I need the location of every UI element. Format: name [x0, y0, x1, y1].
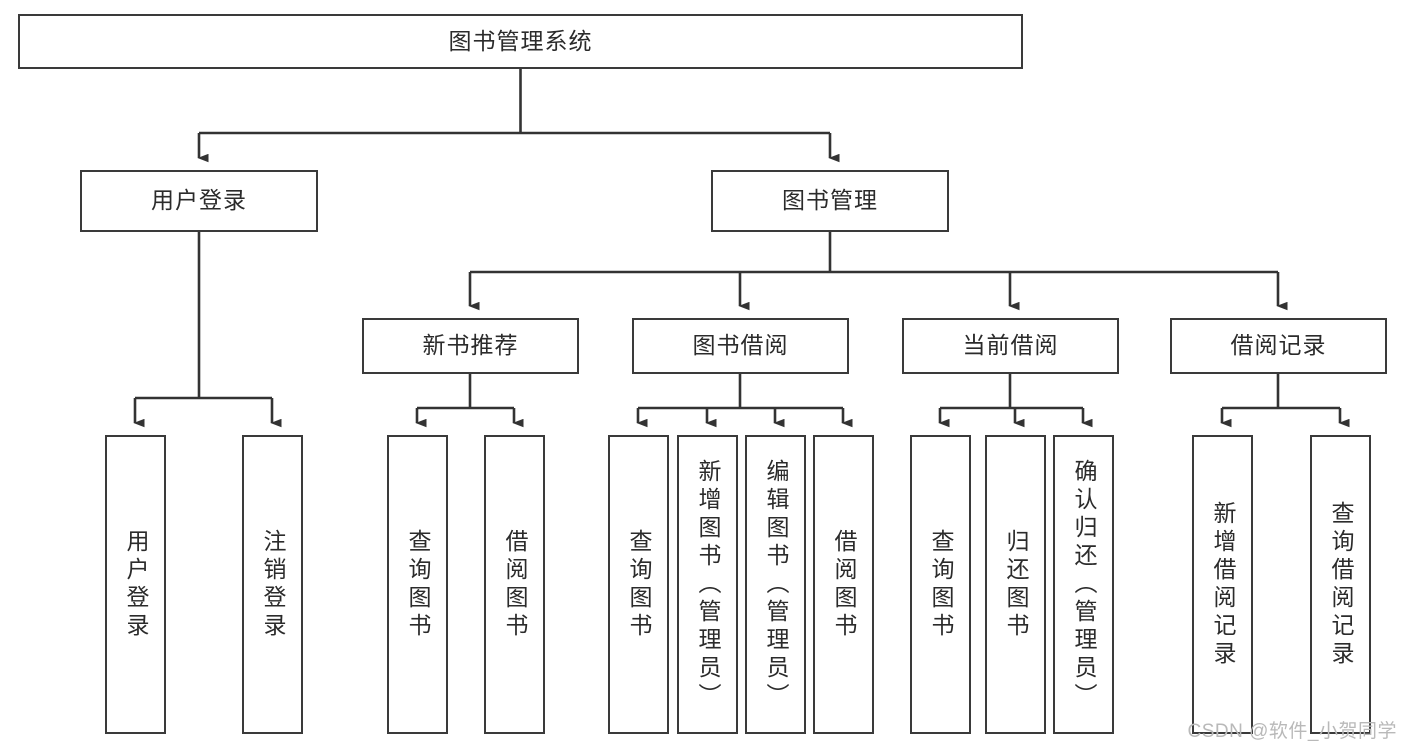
leaf-borrow-book-recommend-label: 借阅图书 — [502, 528, 528, 641]
leaf-borrow-book[interactable]: 借阅图书 — [813, 435, 874, 734]
node-root-label: 图书管理系统 — [448, 27, 593, 54]
leaf-add-book-admin[interactable]: 新增图书（管理员） — [677, 435, 738, 734]
leaf-query-book-recommend-label: 查询图书 — [405, 528, 431, 641]
leaf-add-book-admin-label: 新增图书（管理员） — [695, 458, 721, 711]
leaf-query-borrow-record-label: 查询借阅记录 — [1328, 500, 1354, 669]
leaf-edit-book-admin[interactable]: 编辑图书（管理员） — [745, 435, 806, 734]
leaf-query-borrow-record[interactable]: 查询借阅记录 — [1310, 435, 1371, 734]
leaf-add-borrow-record-label: 新增借阅记录 — [1210, 500, 1236, 669]
node-current-borrow-label: 当前借阅 — [962, 332, 1059, 359]
node-borrow-record[interactable]: 借阅记录 — [1170, 318, 1387, 374]
leaf-borrow-book-recommend[interactable]: 借阅图书 — [484, 435, 545, 734]
node-borrow-record-label: 借阅记录 — [1230, 332, 1327, 359]
leaf-query-book-recommend[interactable]: 查询图书 — [387, 435, 448, 734]
leaf-user-login-label: 用户登录 — [123, 528, 149, 641]
leaf-query-book-current-label: 查询图书 — [928, 528, 954, 641]
node-book-management[interactable]: 图书管理 — [711, 170, 949, 232]
leaf-edit-book-admin-label: 编辑图书（管理员） — [763, 458, 789, 711]
leaf-return-book[interactable]: 归还图书 — [985, 435, 1046, 734]
leaf-logout[interactable]: 注销登录 — [242, 435, 303, 734]
leaf-add-borrow-record[interactable]: 新增借阅记录 — [1192, 435, 1253, 734]
leaf-query-book-current[interactable]: 查询图书 — [910, 435, 971, 734]
leaf-user-login[interactable]: 用户登录 — [105, 435, 166, 734]
node-new-book-recommend-label: 新书推荐 — [422, 332, 519, 359]
leaf-confirm-return-admin[interactable]: 确认归还（管理员） — [1053, 435, 1114, 734]
watermark: CSDN @软件_小贺同学 — [1187, 721, 1397, 742]
node-user-login-label: 用户登录 — [151, 187, 247, 214]
leaf-query-book-borrow[interactable]: 查询图书 — [608, 435, 669, 734]
leaf-return-book-label: 归还图书 — [1003, 528, 1029, 641]
leaf-logout-label: 注销登录 — [260, 528, 286, 641]
node-book-management-label: 图书管理 — [782, 187, 878, 214]
node-book-borrow-label: 图书借阅 — [692, 332, 789, 359]
node-book-borrow[interactable]: 图书借阅 — [632, 318, 849, 374]
leaf-confirm-return-admin-label: 确认归还（管理员） — [1071, 458, 1097, 711]
node-new-book-recommend[interactable]: 新书推荐 — [362, 318, 579, 374]
leaf-borrow-book-label: 借阅图书 — [831, 528, 857, 641]
node-current-borrow[interactable]: 当前借阅 — [902, 318, 1119, 374]
node-root[interactable]: 图书管理系统 — [18, 14, 1023, 69]
leaf-query-book-borrow-label: 查询图书 — [626, 528, 652, 641]
node-user-login[interactable]: 用户登录 — [80, 170, 318, 232]
